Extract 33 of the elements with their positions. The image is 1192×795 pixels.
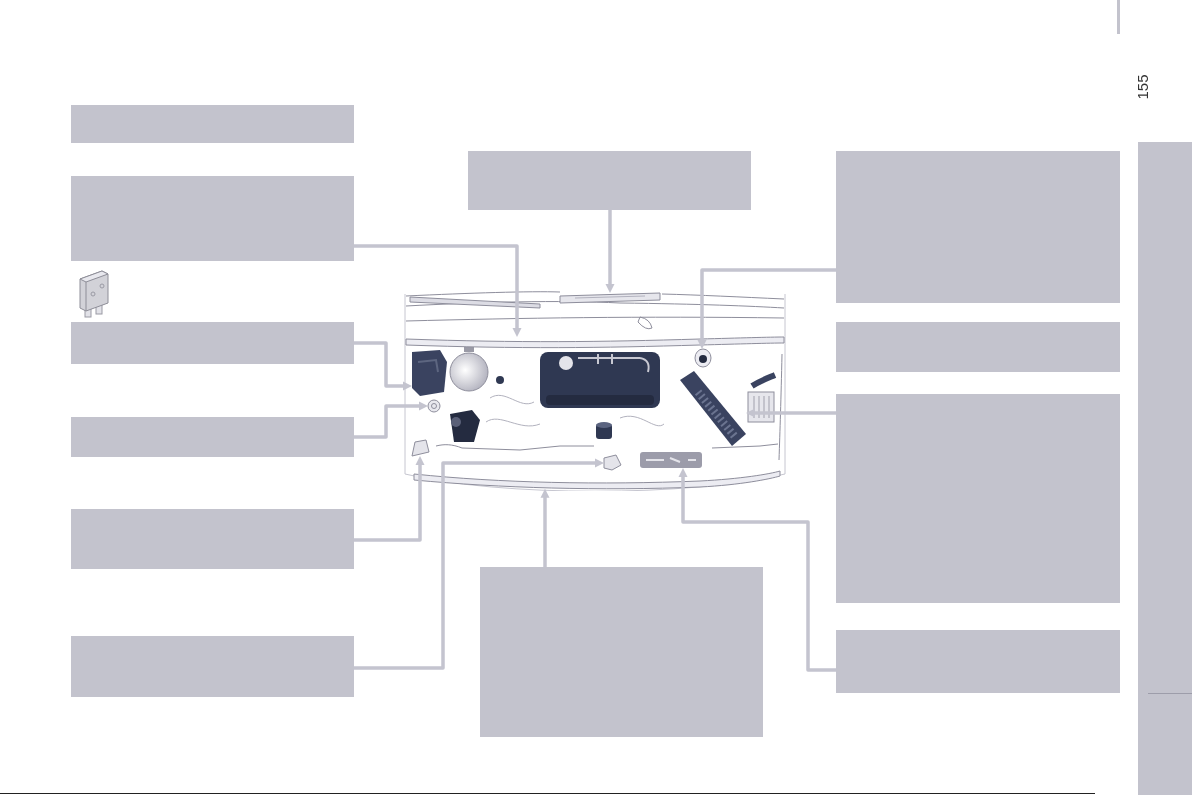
badge-plate (640, 452, 702, 468)
scuttle-panel (405, 336, 785, 349)
callout-box (71, 636, 354, 697)
callout-box (836, 151, 1120, 303)
page-number: 155 (1135, 73, 1151, 102)
filler-cap (694, 348, 712, 368)
intake-hose (680, 371, 746, 446)
reservoir-tank (412, 350, 447, 396)
callout-box (836, 630, 1120, 693)
leader-line (354, 458, 604, 670)
callout-box (71, 509, 354, 569)
callout-box (836, 322, 1120, 372)
callout-box (480, 567, 763, 737)
leader-line (354, 244, 522, 337)
latch-part (603, 454, 622, 471)
callout-box (71, 176, 354, 261)
leader-line (605, 210, 615, 293)
leader-line (540, 488, 550, 567)
callout-box (71, 417, 354, 457)
leader-line (354, 456, 425, 542)
front-bumper (413, 470, 781, 490)
reservoir-cap (427, 399, 441, 413)
bracket-part (411, 439, 430, 457)
leader-line (678, 468, 836, 672)
leader-line (746, 408, 836, 418)
leader-line (354, 401, 428, 439)
callout-box (71, 322, 354, 364)
leader-line (354, 341, 412, 391)
callout-box (468, 151, 751, 210)
callout-box (836, 394, 1120, 603)
leader-line (697, 268, 836, 349)
callout-box (71, 105, 354, 143)
windscreen-grille (559, 292, 661, 304)
